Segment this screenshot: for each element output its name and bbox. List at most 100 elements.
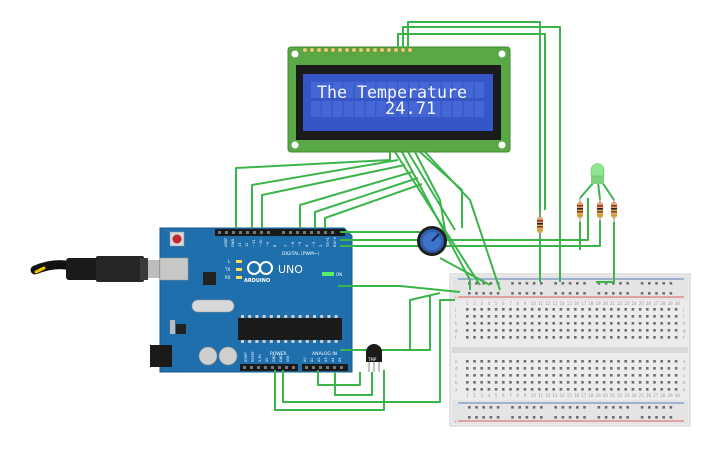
- breadboard-hole[interactable]: [574, 388, 577, 391]
- breadboard-hole[interactable]: [559, 322, 563, 325]
- breadboard-hole[interactable]: [523, 329, 527, 332]
- rail-hole[interactable]: [554, 406, 557, 409]
- rail-hole[interactable]: [626, 416, 629, 419]
- breadboard-hole[interactable]: [480, 388, 483, 391]
- breadboard-hole[interactable]: [559, 315, 563, 318]
- breadboard-hole[interactable]: [595, 315, 599, 318]
- rail-hole[interactable]: [561, 282, 565, 285]
- breadboard-hole[interactable]: [624, 388, 627, 391]
- breadboard-hole[interactable]: [638, 367, 642, 370]
- header-pin[interactable]: [319, 366, 322, 369]
- analog-header[interactable]: [302, 364, 348, 371]
- breadboard-hole[interactable]: [646, 374, 649, 377]
- lcd-pin[interactable]: [316, 47, 322, 53]
- breadboard-hole[interactable]: [617, 367, 620, 370]
- breadboard-hole[interactable]: [480, 315, 483, 318]
- breadboard-hole[interactable]: [516, 381, 519, 384]
- breadboard-hole[interactable]: [480, 374, 483, 377]
- breadboard-hole[interactable]: [552, 308, 555, 311]
- breadboard-hole[interactable]: [509, 308, 512, 311]
- breadboard-hole[interactable]: [631, 329, 635, 332]
- breadboard-hole[interactable]: [502, 360, 505, 363]
- breadboard-hole[interactable]: [653, 329, 656, 332]
- breadboard-hole[interactable]: [610, 315, 613, 318]
- breadboard-hole[interactable]: [523, 315, 527, 318]
- rail-hole[interactable]: [583, 282, 586, 285]
- rail-hole[interactable]: [568, 292, 572, 295]
- rail-hole[interactable]: [583, 406, 586, 409]
- rail-hole[interactable]: [604, 292, 608, 295]
- breadboard-hole[interactable]: [667, 329, 671, 332]
- breadboard-hole[interactable]: [530, 329, 534, 332]
- breadboard-hole[interactable]: [602, 367, 606, 370]
- header-pin[interactable]: [340, 366, 343, 369]
- breadboard-hole[interactable]: [581, 367, 584, 370]
- breadboard-hole[interactable]: [473, 367, 476, 370]
- breadboard-hole[interactable]: [530, 315, 534, 318]
- breadboard-hole[interactable]: [646, 336, 649, 339]
- wire[interactable]: [324, 183, 423, 228]
- rail-hole[interactable]: [525, 416, 529, 419]
- breadboard-hole[interactable]: [516, 360, 519, 363]
- breadboard-hole[interactable]: [595, 374, 599, 377]
- power-pin-row[interactable]: [243, 366, 343, 369]
- breadboard-hole[interactable]: [624, 329, 627, 332]
- breadboard-hole[interactable]: [487, 360, 491, 363]
- wire[interactable]: [397, 33, 546, 210]
- breadboard-hole[interactable]: [581, 308, 584, 311]
- breadboard-hole[interactable]: [545, 374, 548, 377]
- breadboard-hole[interactable]: [487, 329, 491, 332]
- rail-hole[interactable]: [496, 292, 500, 295]
- wire[interactable]: [601, 181, 615, 201]
- breadboard-hole[interactable]: [631, 388, 635, 391]
- wire[interactable]: [299, 171, 413, 228]
- bottom-power-rail[interactable]: [452, 400, 688, 424]
- breadboard-hole[interactable]: [516, 322, 519, 325]
- breadboard-hole[interactable]: [588, 374, 591, 377]
- rail-hole[interactable]: [597, 282, 601, 285]
- rail-hole[interactable]: [626, 292, 629, 295]
- breadboard-hole[interactable]: [653, 315, 656, 318]
- rail-hole[interactable]: [669, 416, 673, 419]
- breadboard-hole[interactable]: [473, 360, 476, 363]
- breadboard-hole[interactable]: [624, 308, 627, 311]
- breadboard-hole[interactable]: [466, 381, 469, 384]
- breadboard-hole[interactable]: [480, 381, 483, 384]
- rail-hole[interactable]: [475, 416, 478, 419]
- breadboard-hole[interactable]: [638, 322, 642, 325]
- breadboard-hole[interactable]: [523, 367, 527, 370]
- breadboard-hole[interactable]: [602, 308, 606, 311]
- breadboard-hole[interactable]: [494, 308, 498, 311]
- rail-hole[interactable]: [662, 292, 665, 295]
- breadboard-hole[interactable]: [610, 360, 613, 363]
- rail-hole[interactable]: [648, 406, 651, 409]
- breadboard-hole[interactable]: [473, 336, 476, 339]
- breadboard-hole[interactable]: [523, 322, 527, 325]
- breadboard-hole[interactable]: [617, 336, 620, 339]
- wire[interactable]: [282, 299, 455, 403]
- rail-hole[interactable]: [612, 416, 615, 419]
- wire[interactable]: [407, 21, 541, 282]
- rail-hole[interactable]: [568, 282, 572, 285]
- breadboard-hole[interactable]: [574, 315, 577, 318]
- rail-hole[interactable]: [518, 292, 521, 295]
- breadboard-hole[interactable]: [494, 360, 498, 363]
- breadboard-hole[interactable]: [646, 329, 649, 332]
- breadboard-hole[interactable]: [660, 374, 663, 377]
- breadboard-hole[interactable]: [610, 374, 613, 377]
- arduino-uno-board[interactable]: L TX RX ARDUINO UNO ON AREF GND 13 12 ~1…: [150, 227, 353, 373]
- rail-hole[interactable]: [640, 406, 644, 409]
- breadboard-hole[interactable]: [574, 374, 577, 377]
- top-power-rail[interactable]: [452, 276, 688, 300]
- breadboard-hole[interactable]: [574, 322, 577, 325]
- breadboard-hole[interactable]: [667, 308, 671, 311]
- breadboard-hole[interactable]: [660, 336, 663, 339]
- wire[interactable]: [579, 181, 595, 199]
- lcd-pin[interactable]: [372, 47, 378, 53]
- breadboard-hole[interactable]: [494, 336, 498, 339]
- header-pin[interactable]: [260, 231, 263, 234]
- breadboard-hole[interactable]: [667, 336, 671, 339]
- wire[interactable]: [439, 257, 491, 286]
- breadboard-hole[interactable]: [617, 381, 620, 384]
